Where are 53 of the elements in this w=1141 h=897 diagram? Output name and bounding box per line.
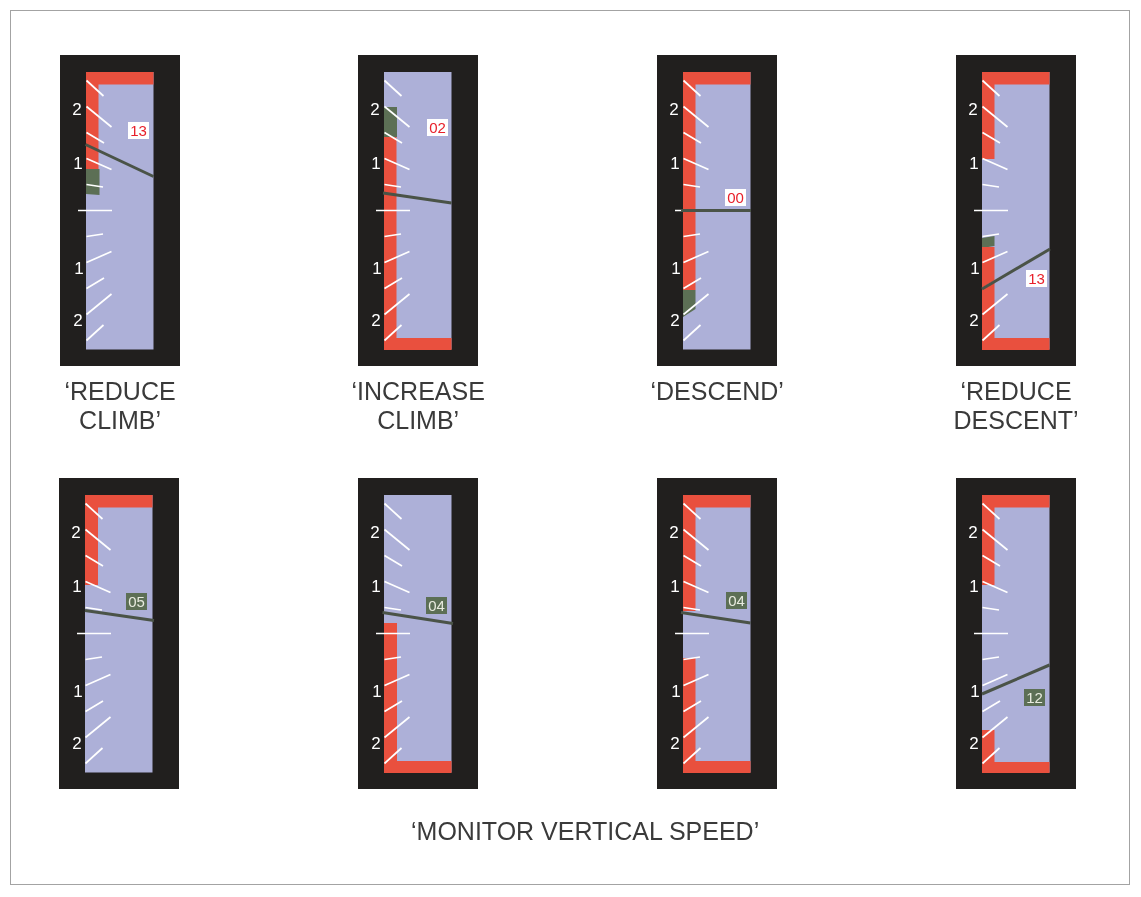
vertical-speed-indicator <box>358 478 478 789</box>
caption-text: ‘DESCEND’ <box>650 377 784 406</box>
vertical-speed-indicator <box>956 55 1076 366</box>
scale-number: 1 <box>370 155 382 173</box>
caption-text: ‘INCREASE CLIMB’ <box>351 377 485 435</box>
scale-number: 2 <box>968 735 980 753</box>
scale-number: 1 <box>73 260 85 278</box>
scale-number: 2 <box>370 312 382 330</box>
scale-number: 2 <box>70 524 82 542</box>
scale-number: 1 <box>968 578 980 596</box>
digital-readout: 05 <box>126 593 147 610</box>
digital-readout: 04 <box>726 592 747 609</box>
scale-number: 2 <box>967 101 979 119</box>
digital-readout: 04 <box>426 597 447 614</box>
vertical-speed-indicator <box>657 478 777 789</box>
scale-number: 2 <box>369 101 381 119</box>
scale-number: 1 <box>968 155 980 173</box>
scale-number: 2 <box>968 312 980 330</box>
digital-readout: 12 <box>1024 689 1045 706</box>
scale-number: 1 <box>969 683 981 701</box>
scale-number: 2 <box>71 101 83 119</box>
scale-number: 1 <box>670 260 682 278</box>
scale-number: 1 <box>71 578 83 596</box>
vertical-speed-indicator <box>956 478 1076 789</box>
scale-number: 2 <box>669 312 681 330</box>
digital-readout: 13 <box>128 122 149 139</box>
scale-number: 2 <box>72 312 84 330</box>
digital-readout: 00 <box>725 189 746 206</box>
scale-number: 2 <box>668 524 680 542</box>
scale-number: 1 <box>669 155 681 173</box>
scale-number: 1 <box>72 683 84 701</box>
scale-number: 2 <box>668 101 680 119</box>
vertical-speed-indicator <box>60 55 180 366</box>
digital-readout: 02 <box>427 119 448 136</box>
scale-number: 2 <box>967 524 979 542</box>
caption-text: ‘MONITOR VERTICAL SPEED’ <box>411 817 760 846</box>
caption-text: ‘REDUCE DESCENT’ <box>953 377 1079 435</box>
scale-number: 2 <box>369 524 381 542</box>
vertical-speed-indicator <box>358 55 478 366</box>
scale-number: 1 <box>72 155 84 173</box>
scale-number: 1 <box>371 260 383 278</box>
caption-text: ‘REDUCE CLIMB’ <box>64 377 176 435</box>
scale-number: 1 <box>371 683 383 701</box>
vertical-speed-indicator <box>59 478 179 789</box>
scale-number: 1 <box>670 683 682 701</box>
scale-number: 1 <box>969 260 981 278</box>
scale-number: 1 <box>669 578 681 596</box>
scale-number: 2 <box>669 735 681 753</box>
scale-number: 2 <box>71 735 83 753</box>
vertical-speed-indicator <box>657 55 777 366</box>
digital-readout: 13 <box>1026 270 1047 287</box>
scale-number: 2 <box>370 735 382 753</box>
scale-number: 1 <box>370 578 382 596</box>
